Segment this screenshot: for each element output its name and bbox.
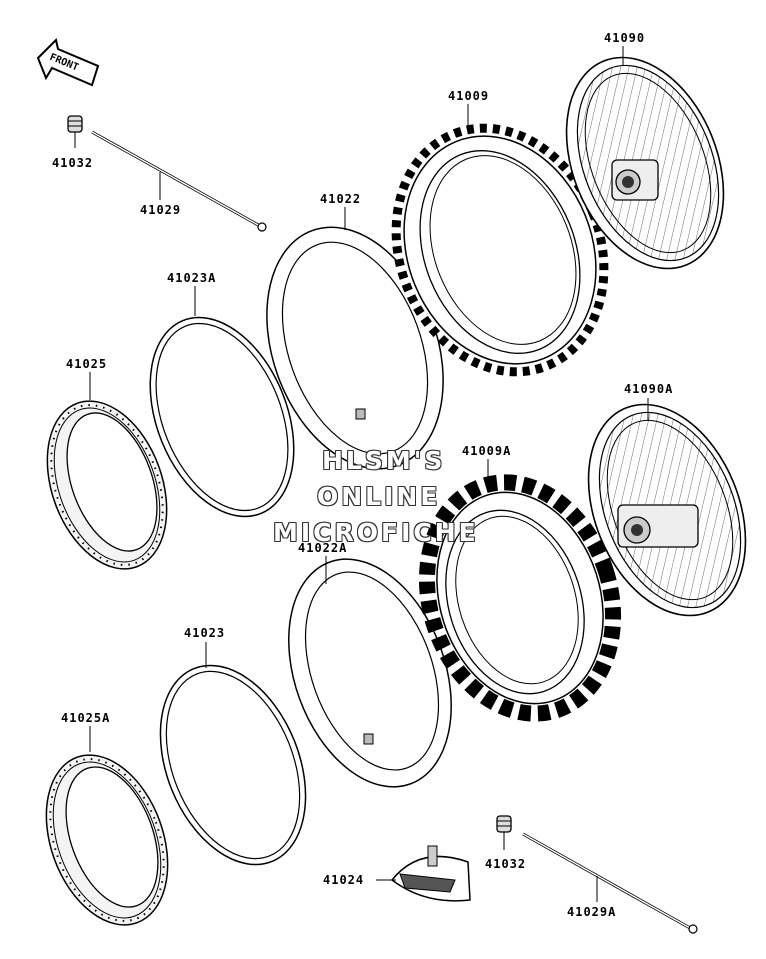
rim-band-top-icon[interactable]	[123, 286, 321, 538]
rim-band-bottom-icon[interactable]	[133, 642, 333, 886]
inner-tube-bottom-icon[interactable]	[259, 536, 481, 809]
valve-cap-bottom-icon[interactable]	[496, 815, 512, 850]
label-41025[interactable]: 41025	[66, 357, 108, 371]
spoke-top-icon[interactable]	[91, 130, 267, 232]
label-41009[interactable]: 41009	[448, 89, 490, 103]
label-41025A[interactable]: 41025A	[61, 711, 111, 725]
tire-bottom-icon[interactable]	[398, 458, 642, 738]
label-41029[interactable]: 41029	[140, 203, 182, 217]
watermark-line-3: MICROFICHE	[273, 518, 479, 547]
label-41022A[interactable]: 41022A	[298, 541, 348, 555]
label-41029A[interactable]: 41029A	[567, 905, 617, 919]
rim-lock-icon[interactable]	[376, 845, 471, 902]
tire-top-icon[interactable]	[360, 97, 639, 404]
front-arrow-icon	[36, 38, 100, 87]
label-41032-top[interactable]: 41032	[52, 156, 94, 170]
label-41090[interactable]: 41090	[604, 31, 646, 45]
rim-bottom-icon[interactable]	[24, 726, 189, 942]
wheel-top-icon[interactable]	[537, 34, 753, 292]
label-41009A[interactable]: 41009A	[462, 444, 512, 458]
label-41090A[interactable]: 41090A	[624, 382, 674, 396]
label-41023A[interactable]: 41023A	[167, 271, 217, 285]
watermark-line-2: ONLINE	[317, 482, 441, 511]
spoke-bottom-icon[interactable]	[522, 832, 698, 934]
label-41023[interactable]: 41023	[184, 626, 226, 640]
watermark-line-1: HLSM'S	[322, 446, 446, 475]
valve-cap-top-icon[interactable]	[67, 115, 83, 148]
label-41032-bottom[interactable]: 41032	[485, 857, 527, 871]
label-41024[interactable]: 41024	[323, 873, 365, 887]
wheel-bottom-icon[interactable]	[559, 381, 766, 639]
label-41022[interactable]: 41022	[320, 192, 362, 206]
rim-top-icon[interactable]	[26, 372, 189, 586]
